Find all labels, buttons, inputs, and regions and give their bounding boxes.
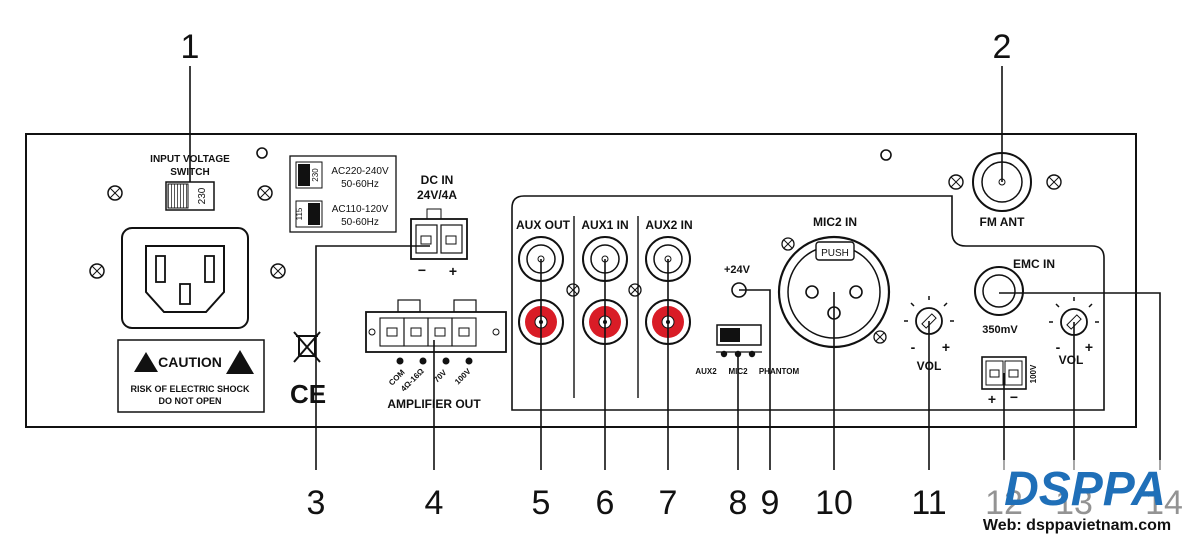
dsppa-watermark: DSPPA Web: dsppavietnam.com xyxy=(966,460,1194,536)
svg-text:230: 230 xyxy=(197,187,208,204)
emc-in-label: EMC IN xyxy=(1013,257,1055,271)
vol1-plus: + xyxy=(942,339,950,355)
emc-plus-label: + xyxy=(988,391,996,407)
svg-text:115: 115 xyxy=(295,207,304,220)
callout-5: 5 xyxy=(532,484,551,522)
amplifier-out-terminal[interactable] xyxy=(365,299,507,365)
emc-100v-label: 100V xyxy=(1029,364,1038,383)
callout-8: 8 xyxy=(729,484,748,522)
screw xyxy=(257,185,273,201)
screw xyxy=(873,330,887,344)
dc-minus-label: − xyxy=(418,262,426,278)
svg-text:PUSH: PUSH xyxy=(821,248,849,259)
screw xyxy=(1046,174,1062,190)
leader-line-3 xyxy=(315,245,430,470)
callout-9: 9 xyxy=(761,484,780,522)
emc-350mv-label: 350mV xyxy=(982,324,1018,336)
emc-in-jack[interactable] xyxy=(974,266,1024,316)
callout-4: 4 xyxy=(425,484,444,522)
svg-text:CAUTION: CAUTION xyxy=(158,354,222,370)
ac-power-inlet[interactable] xyxy=(121,227,249,329)
aux2-in-label: AUX2 IN xyxy=(645,218,692,232)
screw xyxy=(107,185,123,201)
fm-ant-label: FM ANT xyxy=(980,215,1026,229)
watermark-brand: DSPPA xyxy=(1004,463,1166,516)
aux-out-label: AUX OUT xyxy=(516,218,571,232)
vol2-minus: - xyxy=(1056,339,1061,355)
watermark-web: Web: dsppavietnam.com xyxy=(983,517,1171,534)
voltage-setting-table: 230 AC220-240V 50-60Hz 115 AC110-120V 50… xyxy=(289,155,397,233)
vol2-label: VOL xyxy=(1059,353,1084,367)
screw-hole xyxy=(256,147,268,159)
leader-line-9 xyxy=(739,289,771,470)
switch-aux2-label: AUX2 xyxy=(695,367,717,376)
svg-text:DO NOT OPEN: DO NOT OPEN xyxy=(158,396,221,406)
screw xyxy=(270,263,286,279)
svg-text:AC220-240V: AC220-240V xyxy=(331,166,389,177)
emc-minus-label: − xyxy=(1010,389,1018,405)
leader-line-14 xyxy=(999,292,1161,470)
vol1-minus: - xyxy=(911,339,916,355)
vol2-plus: + xyxy=(1085,339,1093,355)
screw-hole xyxy=(880,149,892,161)
callout-1: 1 xyxy=(181,28,200,66)
svg-text:RISK OF ELECTRIC SHOCK: RISK OF ELECTRIC SHOCK xyxy=(130,384,250,394)
input-voltage-switch[interactable]: 230 xyxy=(165,181,215,211)
screw xyxy=(948,174,964,190)
ce-mark: CE xyxy=(290,379,326,409)
plus24v-label: +24V xyxy=(724,264,751,276)
callout-3: 3 xyxy=(307,484,326,522)
dc-in-label: DC IN xyxy=(421,173,454,187)
screw xyxy=(628,283,642,297)
screw xyxy=(781,237,795,251)
dc-in-terminal[interactable] xyxy=(410,208,468,260)
mic2-in-label: MIC2 IN xyxy=(813,215,857,229)
aux1-in-label: AUX1 IN xyxy=(581,218,628,232)
dc-plus-label: + xyxy=(449,263,457,279)
screw xyxy=(566,283,580,297)
svg-text:50-60Hz: 50-60Hz xyxy=(341,217,379,228)
svg-text:AC110-120V: AC110-120V xyxy=(332,204,389,215)
screw xyxy=(89,263,105,279)
switch-phantom-label: PHANTOM xyxy=(759,367,800,376)
callout-2: 2 xyxy=(993,28,1012,66)
callout-6: 6 xyxy=(596,484,615,522)
callout-11: 11 xyxy=(911,484,946,522)
dc-in-rating: 24V/4A xyxy=(417,188,457,202)
svg-text:230: 230 xyxy=(311,168,320,182)
svg-text:50-60Hz: 50-60Hz xyxy=(341,179,379,190)
caution-label: CAUTION RISK OF ELECTRIC SHOCK DO NOT OP… xyxy=(117,339,265,413)
inner-section-outline xyxy=(511,195,1105,411)
callout-7: 7 xyxy=(659,484,678,522)
callout-10: 10 xyxy=(815,484,853,522)
input-mode-switch[interactable] xyxy=(716,324,762,358)
